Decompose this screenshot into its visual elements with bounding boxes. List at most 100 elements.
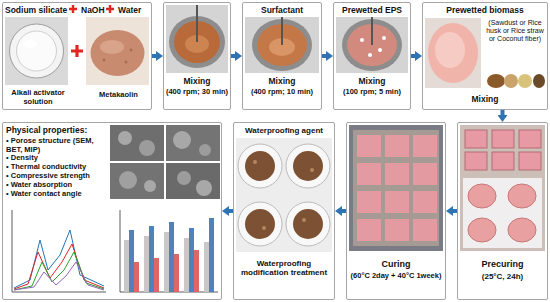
curing-tray-photo <box>349 125 443 251</box>
box-text: Water <box>118 6 150 16</box>
petri-dish-photo <box>245 209 275 239</box>
petri-dish-photo <box>310 168 314 172</box>
petri-dish-photo <box>253 160 257 164</box>
process-box: Prewetted EPSMixing(100 rpm; 5 min) <box>333 2 411 110</box>
box-heading: Prewetted EPS <box>335 6 409 16</box>
process-box: Curing(60°C 2day + 40°C 1week) <box>346 122 446 300</box>
precuring-molds-photo <box>492 130 514 148</box>
box-text: Waterproofing modification treatment <box>235 259 333 277</box>
process-box: SurfactantMixing(400 rpm; 10 min) <box>242 2 322 110</box>
mixing-bowl-photo <box>360 38 364 42</box>
precuring-molds-photo <box>519 152 541 170</box>
box-text: (400 rpm; 30 min) <box>164 88 230 97</box>
mixing-bowl-photo <box>245 17 319 73</box>
pore-size-chart <box>14 262 104 290</box>
box-text: Mixing <box>424 95 546 105</box>
pore-size-chart <box>14 252 104 290</box>
sem-micrograph <box>166 163 220 199</box>
property-bar-chart <box>194 250 199 292</box>
mixing-bowl-photo <box>196 5 198 42</box>
flow-arrow <box>501 110 505 116</box>
alkali-solution-photo <box>23 40 37 48</box>
metakaolin-photo <box>130 49 133 52</box>
box-text: NaOH <box>81 6 109 16</box>
petri-dish-photo <box>293 151 323 181</box>
box-text: Alkali activator solution <box>4 89 72 106</box>
alkali-solution-photo <box>5 17 68 85</box>
box-text: • Thermal conductivity <box>6 163 107 172</box>
metakaolin-photo <box>125 61 128 64</box>
precuring-molds-photo <box>465 152 487 170</box>
connector-group <box>152 56 503 211</box>
property-bar-chart <box>144 236 149 292</box>
mixing-bowl-photo <box>382 36 386 40</box>
mixing-bowl-photo <box>281 17 283 45</box>
petri-dish-photo <box>262 226 266 230</box>
property-bar-chart <box>174 254 179 292</box>
precuring-molds-photo <box>508 218 536 242</box>
petri-dish-photo <box>286 202 330 246</box>
curing-tray-photo <box>413 191 437 213</box>
property-bar-chart <box>129 230 134 292</box>
property-bar-chart <box>120 210 218 292</box>
petri-dish-photo <box>245 151 275 181</box>
process-box: Mixing(400 rpm; 30 min) <box>163 2 231 110</box>
box-text: (60°C 2day + 40°C 1week) <box>348 272 444 281</box>
alkali-solution-photo <box>10 24 64 78</box>
property-bar-chart <box>149 226 154 292</box>
petri-dish-photo <box>293 209 323 239</box>
curing-tray-photo <box>385 191 409 213</box>
sem-micrograph <box>144 180 156 192</box>
box-text: • Water absorption <box>6 181 107 190</box>
biomass-mix-photo <box>487 74 505 88</box>
property-bar-chart <box>120 210 218 292</box>
metakaolin-photo <box>91 30 145 76</box>
mixing-bowl-photo <box>336 17 408 73</box>
precuring-molds-photo <box>465 130 487 148</box>
metakaolin-photo <box>86 17 149 85</box>
biomass-mix-photo <box>533 74 545 88</box>
biomass-mix-photo <box>428 23 478 83</box>
process-box: Sodium silicate NaOH WaterAlkali activator… <box>2 2 152 110</box>
property-bar-chart <box>164 232 169 292</box>
property-bar-chart <box>154 258 159 292</box>
biomass-mix-photo <box>504 74 518 88</box>
curing-tray-photo <box>349 125 443 251</box>
flow-arrow <box>231 54 236 58</box>
petri-dish-photo <box>238 144 282 188</box>
property-bar-chart <box>209 218 214 292</box>
plus-sign <box>71 45 83 57</box>
process-box: Physical properties:• Porose structure (… <box>2 122 222 300</box>
plus-sign <box>106 5 114 13</box>
sem-micrograph <box>119 171 137 189</box>
biomass-mix-photo <box>425 18 481 88</box>
alkali-solution-photo <box>5 17 68 85</box>
property-bar-chart <box>204 242 209 292</box>
box-text: (100 rpm; 5 min) <box>335 88 409 97</box>
biomass-mix-photo <box>518 74 532 88</box>
box-heading: Sodium silicate <box>5 6 69 16</box>
flow-arrow <box>411 54 416 58</box>
box-heading: Physical properties: <box>6 126 107 136</box>
biomass-mix-photo <box>435 32 465 68</box>
box-heading: Surfactant <box>244 6 320 16</box>
box-text: Mixing <box>244 77 320 87</box>
plus-sign <box>69 5 77 13</box>
metakaolin-photo <box>100 40 124 54</box>
sem-micrograph <box>173 131 191 149</box>
flow-arrow <box>322 54 327 58</box>
curing-tray-photo <box>357 219 381 241</box>
precuring-molds-photo <box>519 130 541 148</box>
property-bar-chart <box>134 262 139 292</box>
sem-micrograph <box>196 180 212 196</box>
precuring-molds-photo <box>468 218 496 242</box>
metakaolin-photo <box>86 17 149 85</box>
precuring-molds-photo <box>460 125 545 251</box>
biomass-mix-photo <box>425 18 545 88</box>
process-box: Waterproofing agentWaterproofing modific… <box>233 122 335 300</box>
property-bar-chart <box>124 240 129 292</box>
pore-size-chart <box>14 244 104 289</box>
box-text: • Density <box>6 154 107 163</box>
